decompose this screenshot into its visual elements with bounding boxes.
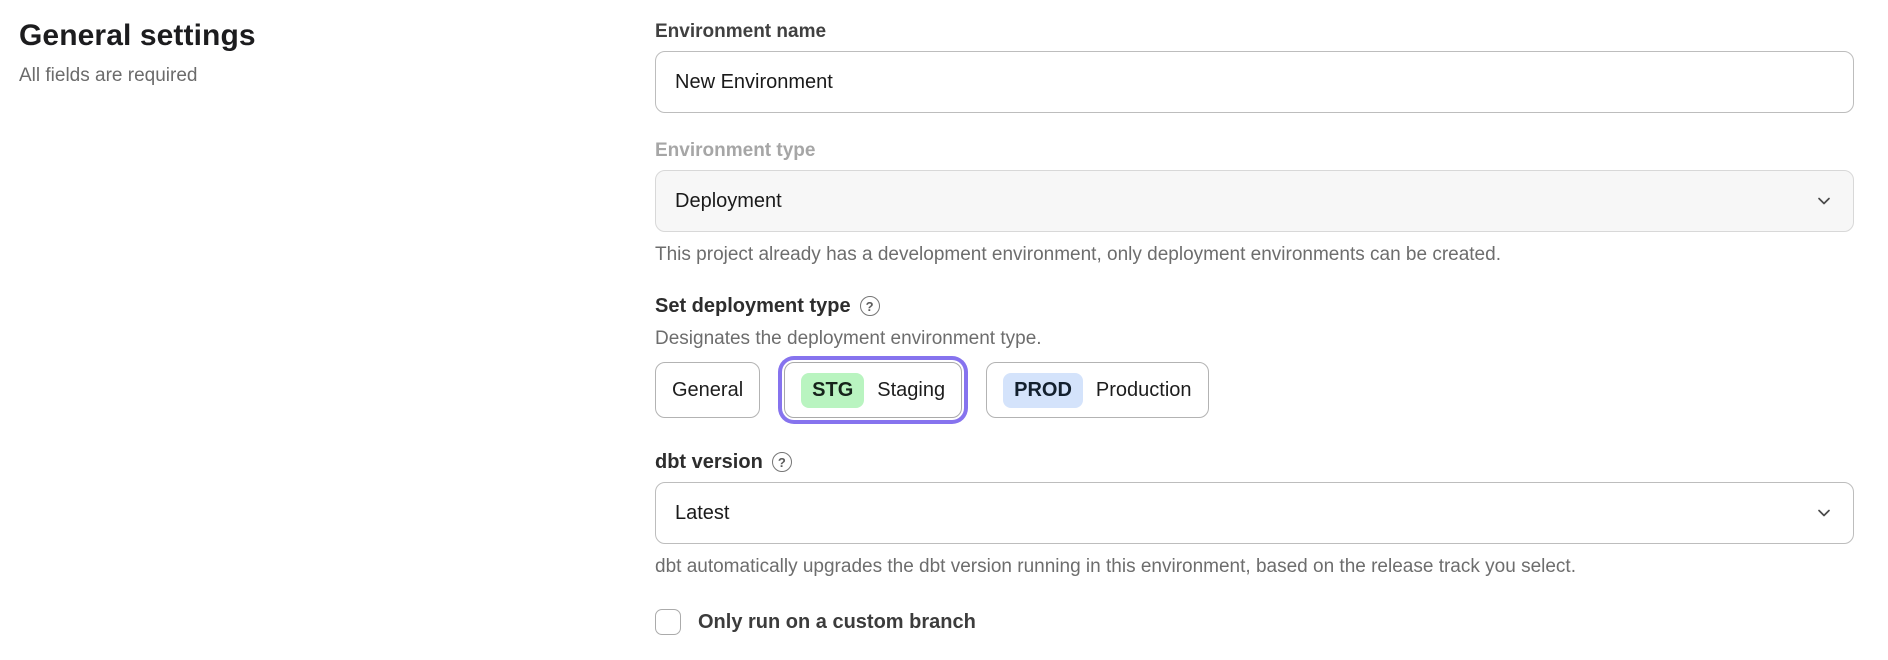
general-button-label: General [672,378,744,401]
environment-type-value: Deployment [675,189,782,212]
environment-type-label: Environment type [655,140,816,161]
environment-type-select: Deployment [655,170,1854,232]
environment-type-help-text: This project already has a development e… [655,244,1501,265]
page-title: General settings [19,19,256,52]
deployment-type-staging-button[interactable]: STG Staging [784,362,963,418]
dbt-version-select[interactable]: Latest [655,482,1854,544]
production-button-label: Production [1095,378,1192,401]
dbt-version-help-text: dbt automatically upgrades the dbt versi… [655,556,1576,577]
question-circle-icon[interactable]: ? [771,452,792,472]
deployment-type-production-button[interactable]: PROD Production [986,362,1209,418]
settings-form: Environment name Environment type Deploy… [655,0,1888,660]
deployment-type-title: Set deployment type [655,295,851,317]
dbt-version-value: Latest [675,501,730,524]
custom-branch-checkbox[interactable] [655,609,681,635]
deployment-type-general-button[interactable]: General [655,362,761,418]
page-subtitle: All fields are required [19,65,198,86]
staging-button-label: Staging [877,378,946,401]
question-circle-icon[interactable]: ? [859,296,880,316]
chevron-down-icon [1814,503,1834,523]
dbt-version-header: dbt version ? [655,450,1854,474]
environment-name-input[interactable] [655,51,1854,113]
environment-name-label: Environment name [655,21,827,42]
custom-branch-label: Only run on a custom branch [698,610,976,633]
deployment-type-description: Designates the deployment environment ty… [655,328,1042,349]
deployment-type-options: General STG Staging PROD Production [655,362,1854,418]
production-badge: PROD [1003,372,1083,408]
settings-header: General settings All fields are required [0,0,655,660]
custom-branch-row: Only run on a custom branch [655,609,1854,635]
dbt-version-title: dbt version [655,451,763,473]
chevron-down-icon [1814,191,1834,211]
deployment-type-header: Set deployment type ? [655,294,1854,318]
staging-badge: STG [801,372,865,408]
